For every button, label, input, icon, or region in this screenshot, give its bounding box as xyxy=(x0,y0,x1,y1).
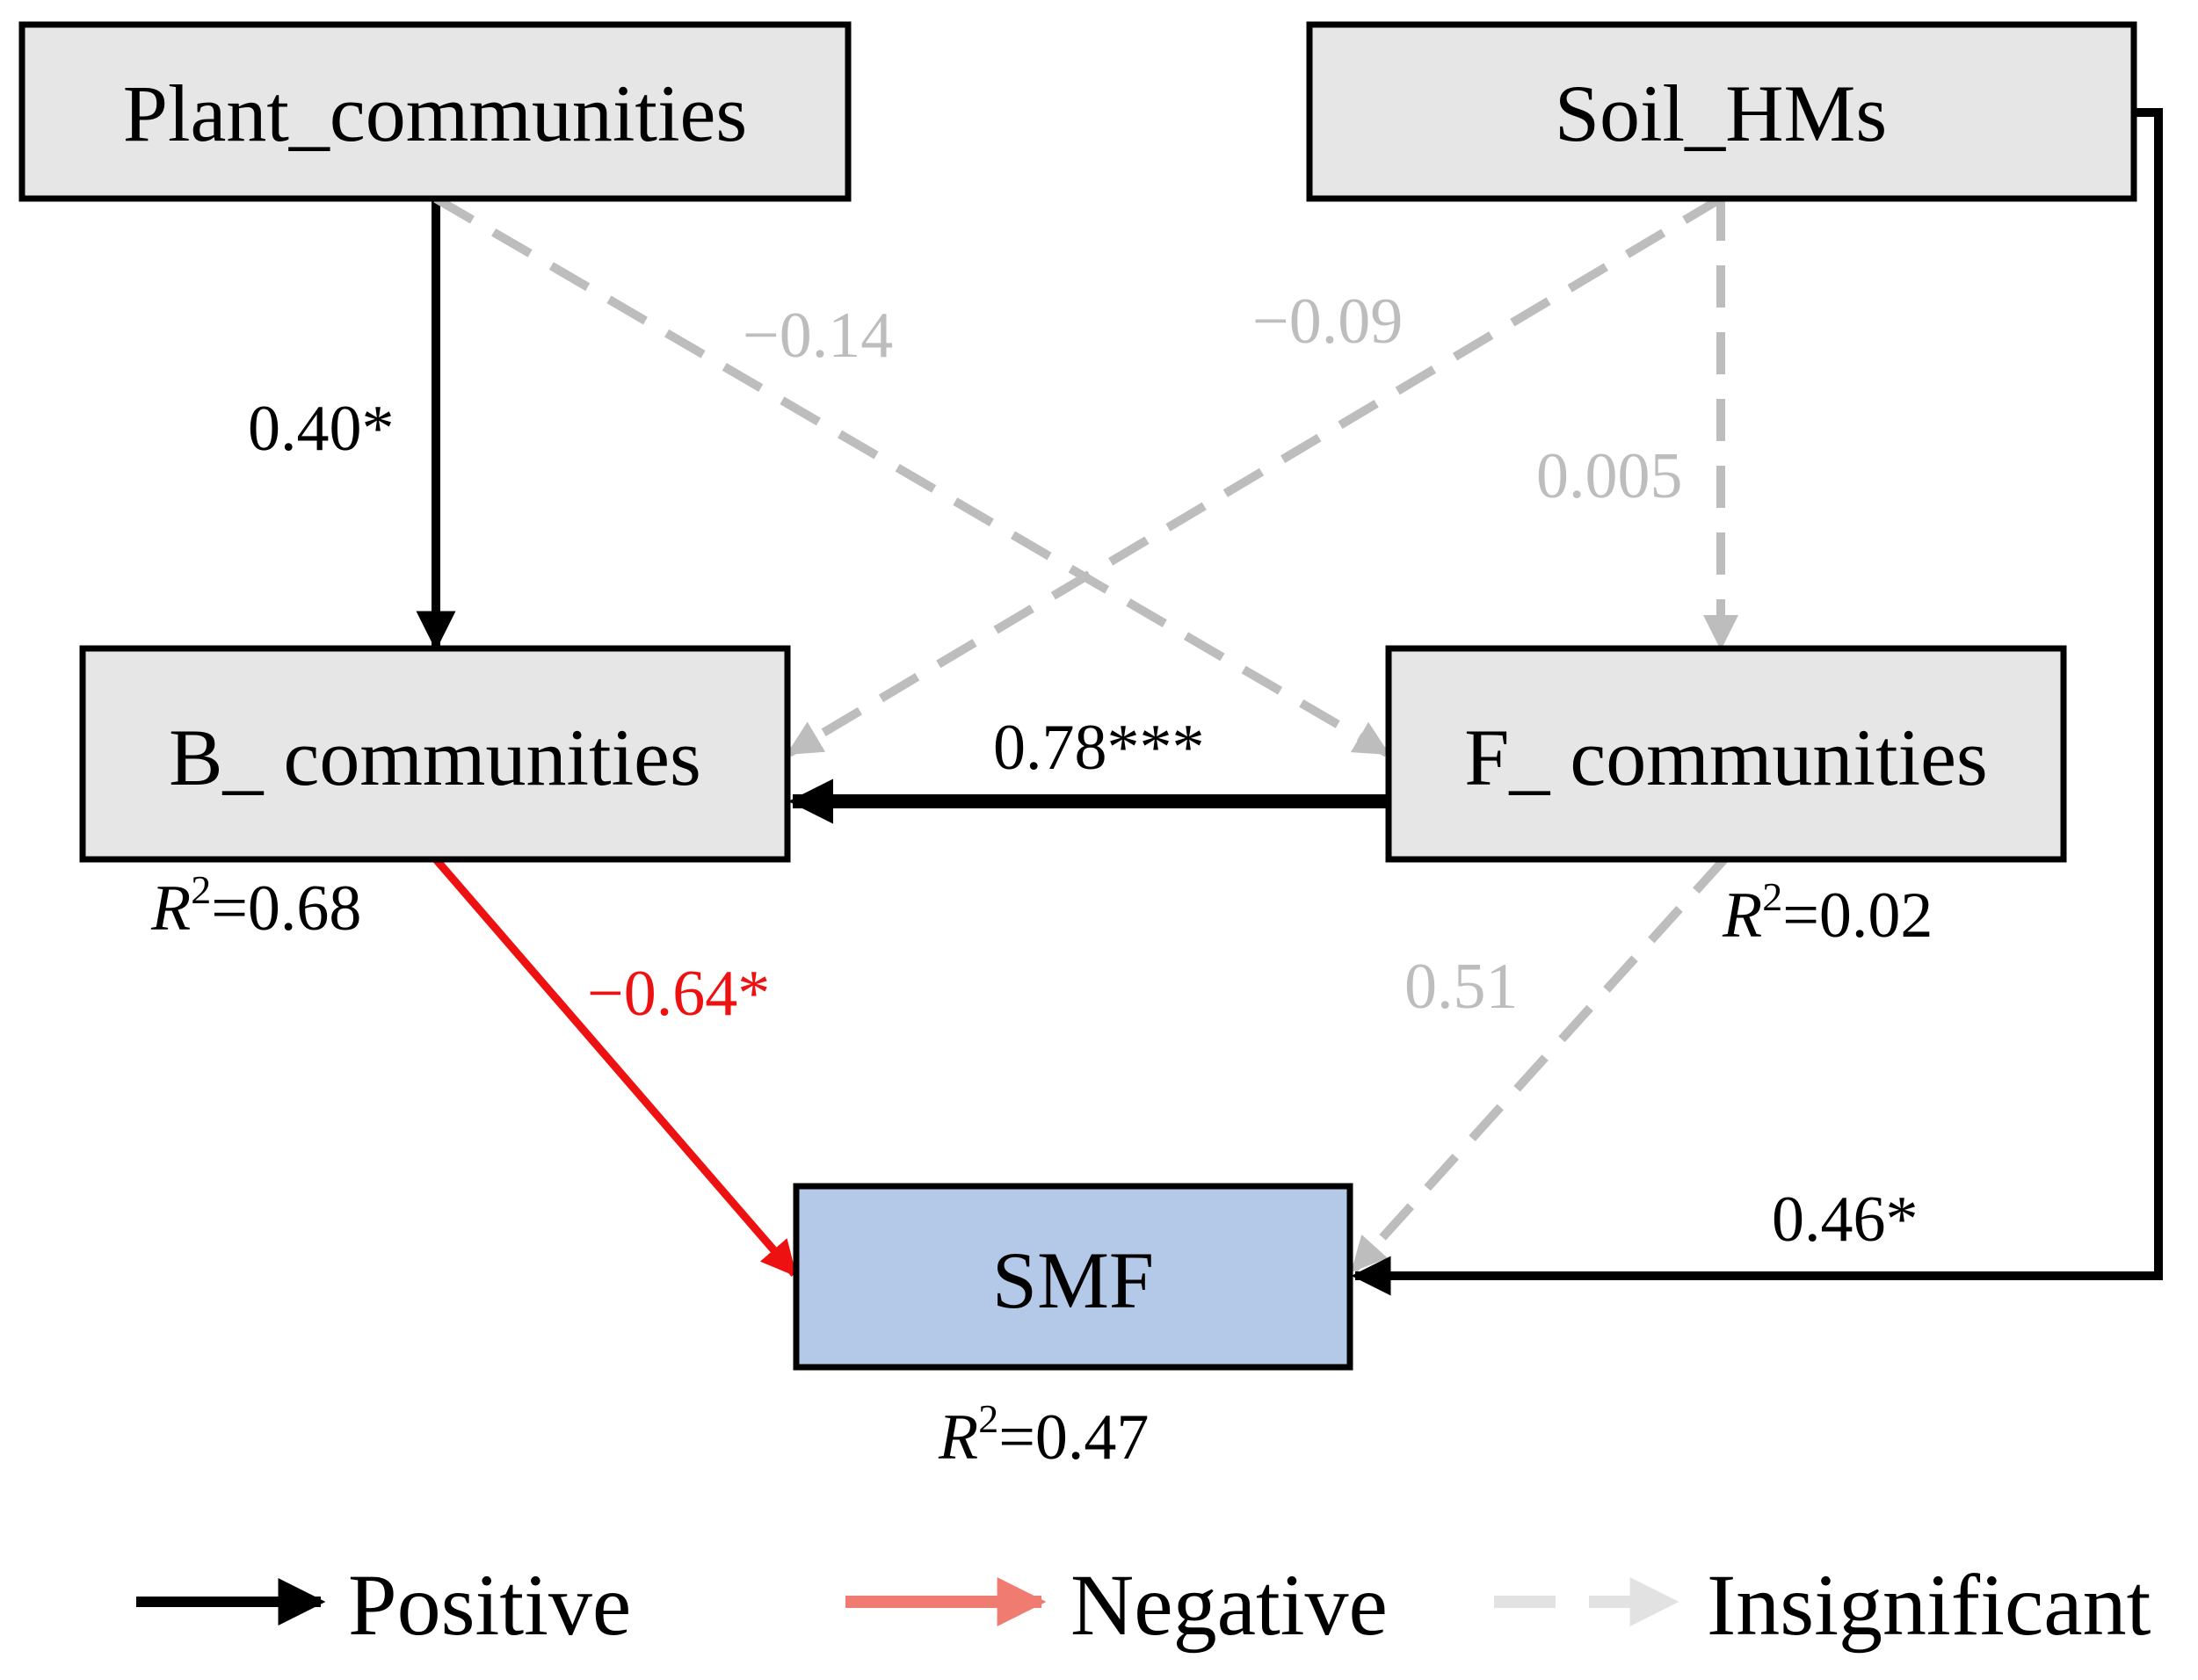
r2-b-communities: R2=0.68 xyxy=(150,867,361,945)
coef-soil-to-b: −0.09 xyxy=(1252,286,1403,358)
node-f-communities: F_ communities xyxy=(1385,645,2067,863)
arrow-b-to-smf xyxy=(432,857,798,1278)
coef-f-to-smf: 0.51 xyxy=(1404,951,1519,1023)
path-lines xyxy=(416,108,2163,1296)
node-b-communities: B_ communities xyxy=(79,645,791,863)
arrow-soil-to-b xyxy=(786,194,1723,757)
node-f-label: F_ communities xyxy=(1464,713,1987,802)
node-smf-label: SMF xyxy=(992,1235,1154,1325)
node-soil-label: Soil_HMs xyxy=(1555,69,1887,158)
node-b-label: B_ communities xyxy=(169,713,701,802)
arrow-plant-to-f xyxy=(433,194,1390,757)
arrow-soil-to-smf xyxy=(1351,108,2163,1296)
legend-insignificant: Insignificant xyxy=(1494,1556,2151,1654)
legend-positive-label: Positive xyxy=(348,1556,631,1654)
node-soil-hms: Soil_HMs xyxy=(1306,21,2137,202)
legend-positive: Positive xyxy=(136,1556,631,1654)
coef-plant-to-f: −0.14 xyxy=(743,300,893,372)
r2-smf: R2=0.47 xyxy=(938,1396,1149,1474)
arrow-f-to-smf xyxy=(1350,856,1728,1273)
coef-soil-to-f: 0.005 xyxy=(1536,440,1683,512)
node-plant-label: Plant_communities xyxy=(123,69,747,158)
legend: Positive Negative Insignificant xyxy=(136,1556,2151,1654)
legend-negative: Negative xyxy=(845,1556,1388,1654)
coef-b-to-smf: −0.64* xyxy=(587,958,770,1030)
coef-soil-to-smf: 0.46* xyxy=(1772,1184,1919,1256)
coef-f-to-b: 0.78*** xyxy=(993,712,1205,784)
r2-f-communities: R2=0.02 xyxy=(1722,874,1933,952)
legend-negative-label: Negative xyxy=(1070,1556,1388,1654)
legend-insignificant-label: Insignificant xyxy=(1707,1556,2151,1654)
node-plant-communities: Plant_communities xyxy=(18,21,852,202)
node-smf: SMF xyxy=(793,1183,1353,1371)
coef-plant-to-b: 0.40* xyxy=(248,393,395,465)
